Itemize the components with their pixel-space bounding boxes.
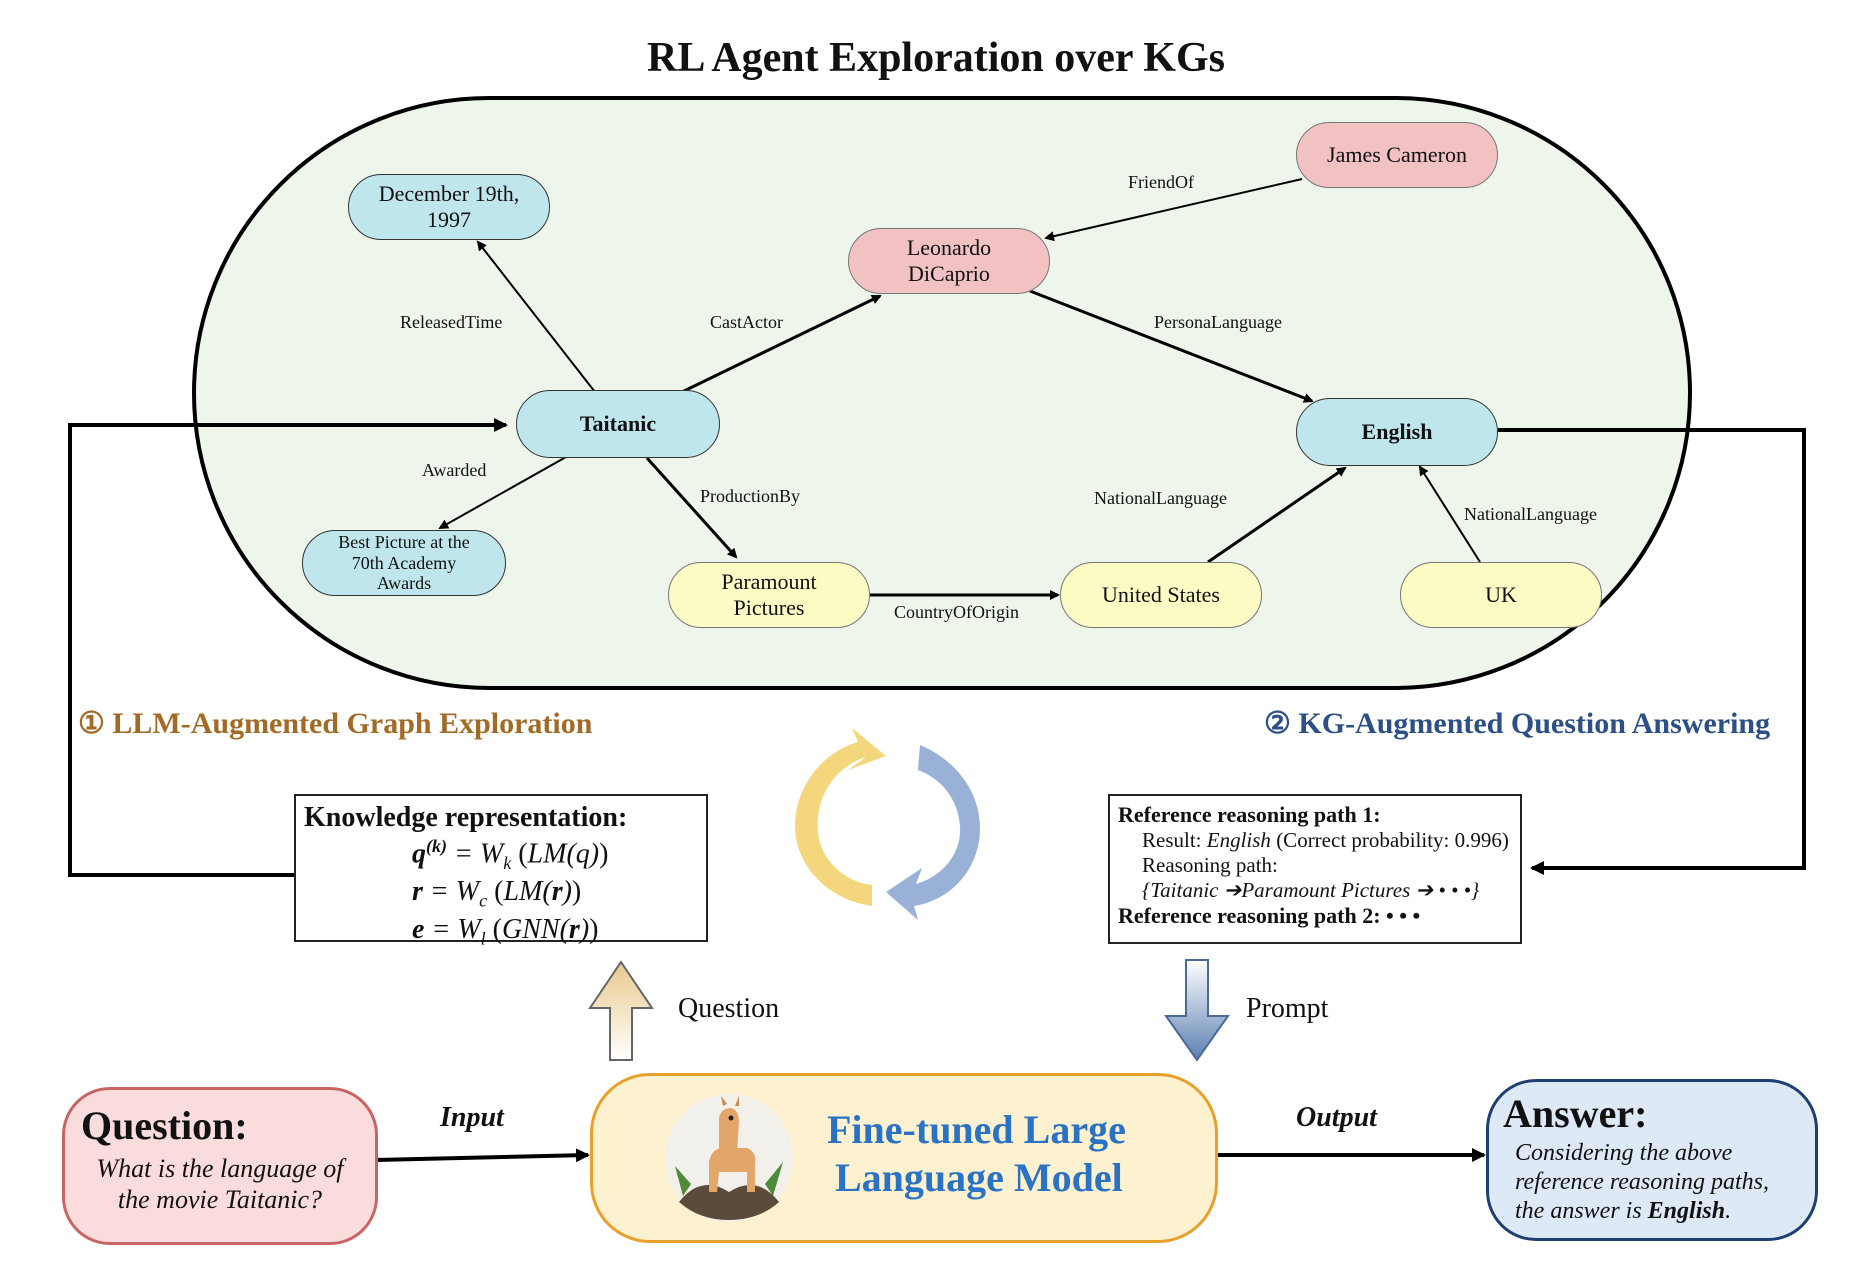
equation-q: q(k) = Wk (LM(q)) <box>412 836 609 873</box>
question-title: Question: <box>81 1103 248 1148</box>
node-best-picture-label: Best Picture at the 70th Academy Awards <box>338 531 470 594</box>
reasoning-path2-title: Reference reasoning path 2: • • • <box>1118 903 1421 928</box>
node-uk: UK <box>1400 562 1602 628</box>
node-uk-label: UK <box>1485 581 1517 607</box>
label-released-time: ReleasedTime <box>400 312 503 332</box>
edge-national-language-uk <box>1418 465 1481 563</box>
label-country-of-origin: CountryOfOrigin <box>894 602 1019 622</box>
reasoning-result: Result: English (Correct probability: 0.… <box>1142 828 1520 853</box>
section-kg-qa: ② KG-Augmented Question Answering <box>1264 707 1771 740</box>
edge-friend-of <box>1044 178 1303 242</box>
node-release-date: December 19th, 1997 <box>348 174 550 240</box>
node-english-label: English <box>1361 418 1433 444</box>
question-arrow-label: Question <box>678 993 780 1024</box>
label-national-language-us: NationalLanguage <box>1094 488 1227 508</box>
loop-right-line <box>1498 428 1806 875</box>
output-label: Output <box>1296 1102 1377 1133</box>
node-best-picture: Best Picture at the 70th Academy Awards <box>302 530 506 596</box>
diagram-title: RL Agent Exploration over KGs <box>647 35 1225 81</box>
node-titanic-label: Taitanic <box>579 410 657 436</box>
section-graph-exploration: ① LLM-Augmented Graph Exploration <box>78 707 593 740</box>
reasoning-path-value: {Taitanic ➔Paramount Pictures ➔ • • •} <box>1142 878 1480 902</box>
node-release-date-label: December 19th, 1997 <box>378 180 520 232</box>
edge-awarded <box>438 456 567 529</box>
node-james-cameron: James Cameron <box>1296 122 1498 188</box>
input-label: Input <box>440 1102 504 1133</box>
answer-text: Considering the above reference reasonin… <box>1515 1140 1769 1224</box>
label-friend-of: FriendOf <box>1128 172 1194 192</box>
answer-value: English <box>1647 1197 1726 1224</box>
knowledge-representation-box: Knowledge representation: q(k) = Wk (LM(… <box>294 794 708 948</box>
node-paramount-label: Paramount Pictures <box>721 568 817 620</box>
alpaca-icon <box>665 1094 793 1222</box>
reasoning-path-label: Reasoning path: <box>1142 853 1278 877</box>
answer-end: . <box>1725 1197 1732 1224</box>
edge-national-language-us <box>1207 466 1347 564</box>
reasoning-result-value: English <box>1206 828 1271 852</box>
question-text: What is the language of the movie Taitan… <box>96 1154 344 1215</box>
label-persona-language: PersonaLanguage <box>1154 312 1282 332</box>
answer-body: Considering the above reference reasonin… <box>1515 1139 1803 1225</box>
llm-title-line2: Language Model <box>835 1155 1123 1200</box>
label-national-language-uk: NationalLanguage <box>1464 504 1597 524</box>
equation-r: r = Wc (LM(r)) <box>412 875 582 911</box>
label-production-by: ProductionBy <box>700 486 801 506</box>
prompt-arrow <box>1164 959 1230 1062</box>
node-leonardo-label: Leonardo DiCaprio <box>906 234 992 286</box>
input-arrow <box>373 1148 590 1163</box>
edge-persona-language <box>1029 289 1314 403</box>
llm-box: Fine-tuned Large Language Model <box>590 1073 1218 1243</box>
question-box: Question: What is the language of the mo… <box>62 1087 378 1245</box>
edge-released-time <box>476 240 596 393</box>
node-paramount: Paramount Pictures <box>668 562 870 628</box>
node-english: English <box>1296 398 1498 466</box>
reasoning-result-suffix: (Correct probability: 0.996) <box>1270 828 1509 852</box>
label-awarded: Awarded <box>422 460 487 480</box>
answer-box: Answer: Considering the above reference … <box>1486 1079 1818 1241</box>
reasoning-result-prefix: Result: <box>1142 828 1207 852</box>
edge-cast-actor <box>683 294 882 393</box>
answer-title: Answer: <box>1503 1091 1648 1136</box>
reasoning-path-box: Reference reasoning path 1: Result: Engl… <box>1108 794 1522 944</box>
node-titanic: Taitanic <box>516 390 720 458</box>
node-james-cameron-label: James Cameron <box>1327 141 1467 167</box>
label-cast-actor: CastActor <box>710 312 783 332</box>
reasoning-path1-title: Reference reasoning path 1: <box>1118 802 1381 827</box>
cycle-icon <box>794 728 980 920</box>
question-arrow <box>588 960 654 1061</box>
node-united-states-label: United States <box>1102 581 1220 607</box>
loop-left-line <box>68 418 508 877</box>
edge-production-by <box>645 456 738 559</box>
llm-title-line1: Fine-tuned Large <box>827 1107 1126 1152</box>
node-leonardo: Leonardo DiCaprio <box>848 228 1050 294</box>
prompt-arrow-label: Prompt <box>1246 993 1329 1024</box>
equation-e: e = Wl (GNN(r)) <box>412 913 599 949</box>
node-united-states: United States <box>1060 562 1262 628</box>
knowledge-title: Knowledge representation: <box>304 802 628 833</box>
kg-container <box>192 96 1692 690</box>
